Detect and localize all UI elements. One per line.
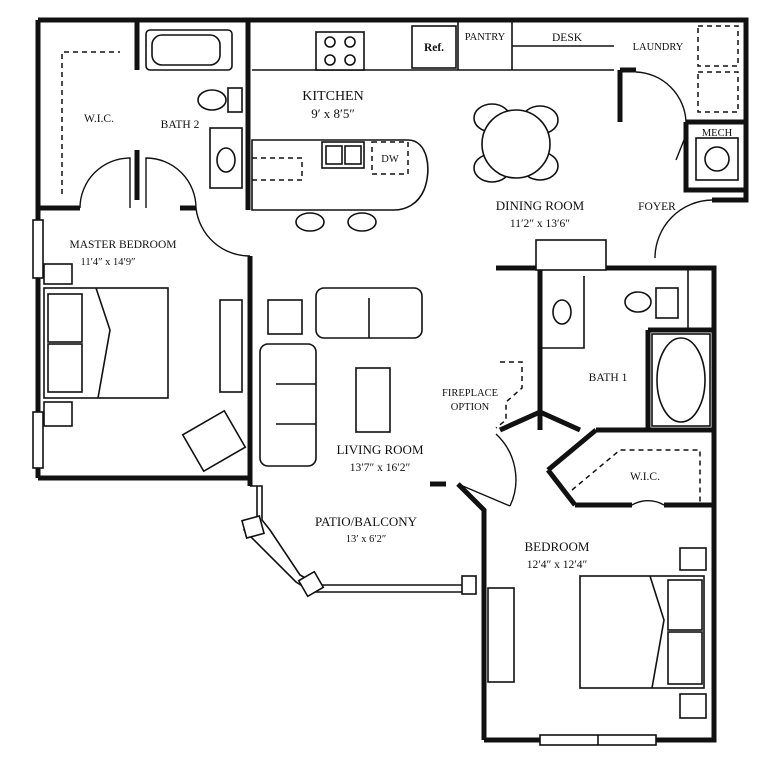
label-bath2: BATH 2 [161,119,200,131]
closet-shelf [61,51,120,194]
label-master-dim: 11′4″ x 14′9″ [81,257,136,268]
label-patio-dim: 13′ x 6′2″ [346,534,386,545]
label-fireplace: FIREPLACE [442,388,498,399]
label-bedroom: BEDROOM [524,539,589,554]
label-kitchen-dim: 9′ x 8′5″ [311,106,355,121]
label-wic-master: W.I.C. [84,113,114,125]
room-labels: W.I.C. BATH 2 KITCHEN 9′ x 8′5″ PANTRY D… [69,32,732,571]
label-bedroom-dim: 12′4″ x 12′4″ [527,559,588,571]
label-living-dim: 13′7″ x 16′2″ [350,462,411,474]
label-foyer: FOYER [638,201,676,213]
label-ref: Ref. [424,42,444,54]
dining-table [473,103,559,183]
label-dining-dim: 11′2″ x 13′6″ [510,218,570,230]
master-furniture [43,263,247,473]
label-kitchen: KITCHEN [302,89,363,104]
label-pantry: PANTRY [465,32,506,43]
bath1-fixtures [539,268,711,427]
bedroom-furniture [487,449,707,719]
patio-railing [240,485,477,598]
label-laundry: LAUNDRY [633,42,684,53]
interior-walls [38,20,746,520]
label-living: LIVING ROOM [336,442,423,457]
label-bath1: BATH 1 [589,372,628,384]
living-furniture [259,287,523,467]
label-dining: DINING ROOM [496,198,585,213]
bath2-fixtures [145,29,243,189]
kitchen-fixtures [251,22,614,232]
laundry-machines [535,25,739,271]
doors [79,71,713,507]
label-patio: PATIO/BALCONY [315,514,418,529]
label-wic-bed: W.I.C. [630,471,660,483]
label-fireplace-option: OPTION [451,402,490,413]
label-desk: DESK [552,32,583,44]
label-mech: MECH [702,128,733,139]
windows [32,219,657,746]
label-master: MASTER BEDROOM [69,239,176,251]
label-dw: DW [381,154,399,165]
